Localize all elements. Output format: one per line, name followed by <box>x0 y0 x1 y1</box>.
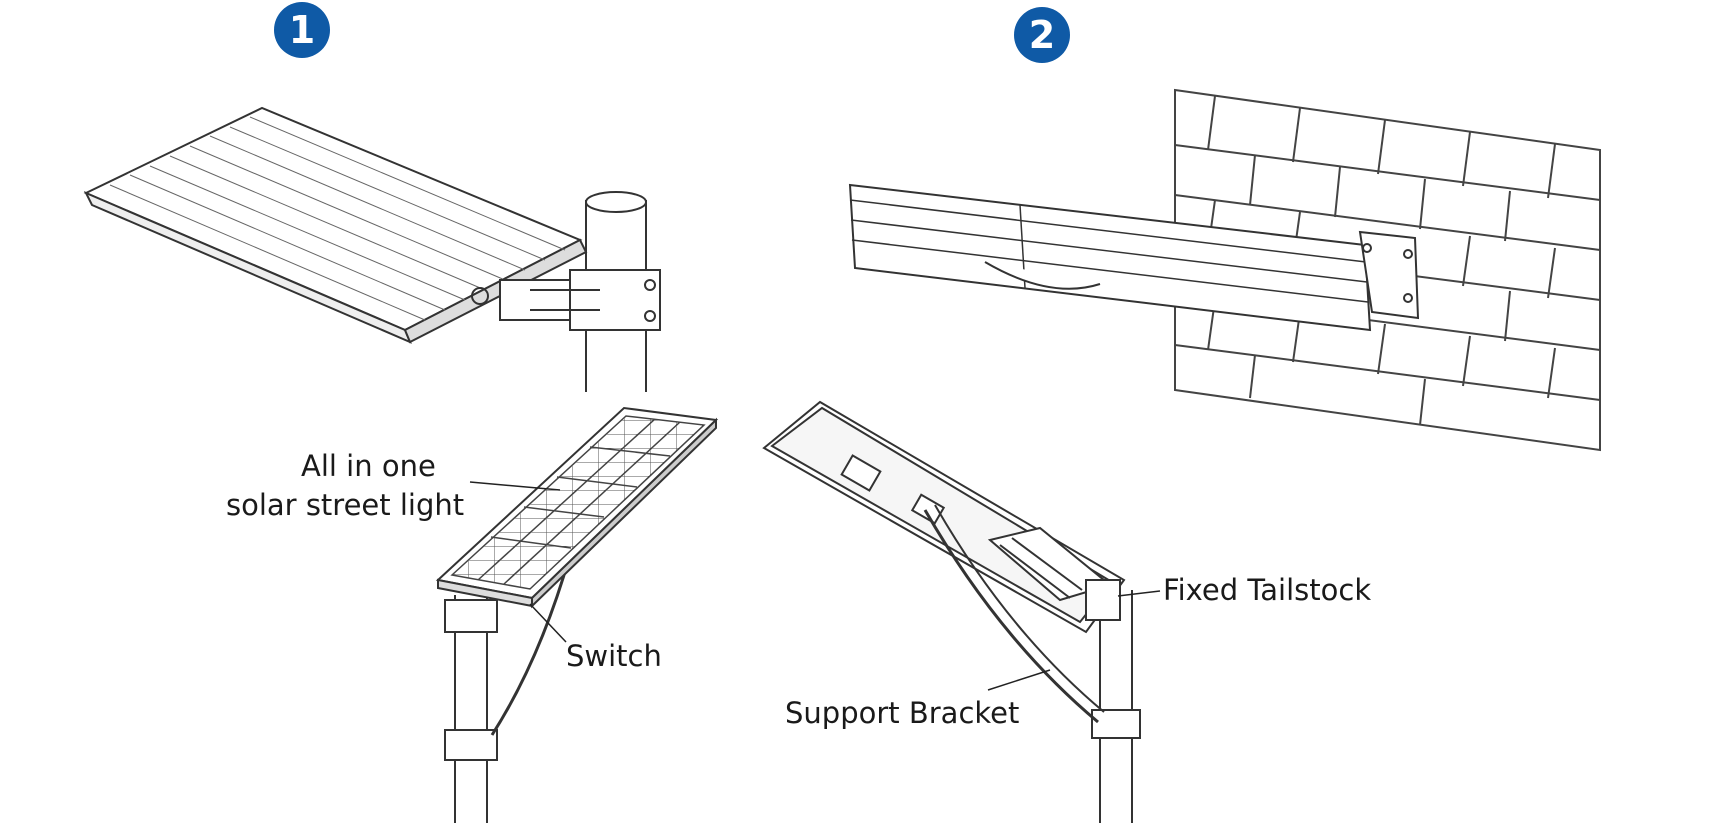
leader-switch <box>529 603 567 643</box>
light-underside <box>762 400 1126 634</box>
pole-clamp-bracket <box>471 269 661 331</box>
leader-fixed-tailstock <box>1117 590 1161 597</box>
label-all-in-one-line1: All in one <box>301 449 436 483</box>
pole-top-mount-scene <box>83 106 661 392</box>
large-solar-panel <box>83 106 588 344</box>
label-support-bracket: Support Bracket <box>785 696 1020 730</box>
pole-lower-right <box>1099 590 1133 823</box>
wall-bracket <box>1358 230 1420 320</box>
label-all-in-one-line2: solar street light <box>226 488 465 522</box>
label-fixed-tailstock: Fixed Tailstock <box>1163 573 1372 607</box>
leader-all-in-one <box>469 481 561 491</box>
label-switch: Switch <box>566 639 662 673</box>
solar-light-head <box>435 406 719 609</box>
all-in-one-light-scene <box>435 406 719 823</box>
step-badge-1: 1 <box>274 2 330 58</box>
step-badge-2: 2 <box>1014 7 1070 63</box>
leader-support-bracket <box>987 669 1051 691</box>
wall-mount-scene <box>848 88 1601 452</box>
wall-lamp-body <box>848 183 1372 332</box>
support-bracket-scene <box>762 400 1141 823</box>
leader-lines <box>469 481 1161 691</box>
